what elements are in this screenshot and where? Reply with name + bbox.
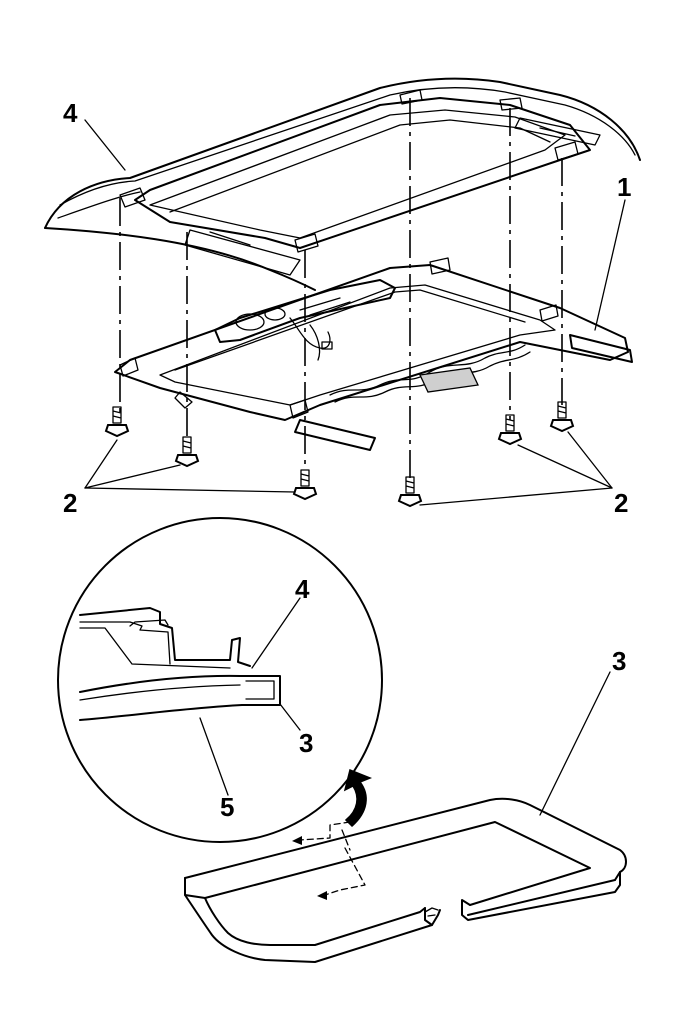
sunroof-frame	[114, 257, 633, 451]
callout-detail-roof: 4	[295, 574, 310, 604]
bolt-3	[292, 469, 318, 501]
roof-panel	[44, 77, 641, 291]
callout-bolts-right: 2	[614, 488, 628, 518]
alignment-lines	[119, 98, 563, 480]
callout-bolts-left: 2	[63, 488, 77, 518]
bolts	[104, 401, 575, 508]
callout-leaders	[84, 119, 626, 506]
callout-seal: 3	[612, 646, 626, 676]
curved-arrow	[343, 768, 373, 828]
callout-detail-seal: 3	[299, 728, 313, 758]
seal-gasket	[184, 671, 627, 963]
bolt-2	[174, 436, 200, 468]
bolt-6	[549, 401, 575, 433]
callout-roof: 4	[63, 98, 78, 128]
detail-view	[57, 517, 383, 843]
bolt-5	[497, 414, 523, 446]
callout-frame: 1	[617, 172, 631, 202]
bolt-1	[104, 406, 130, 438]
bolt-4	[397, 476, 423, 508]
callout-detail-headliner: 5	[220, 792, 234, 822]
